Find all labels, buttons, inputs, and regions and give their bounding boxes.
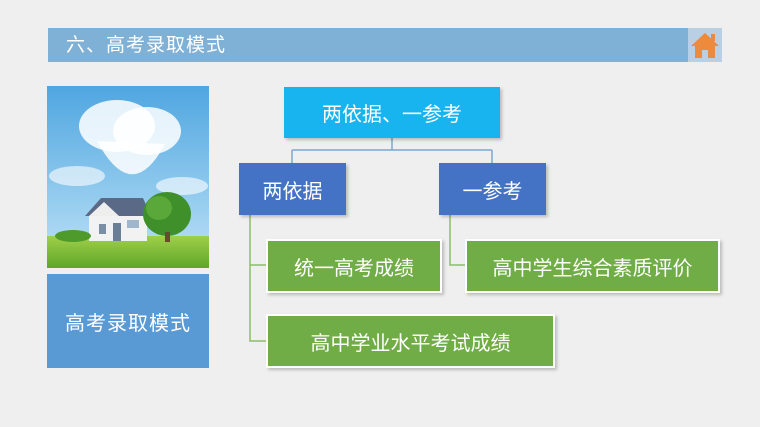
home-button[interactable] <box>688 28 722 62</box>
leaf-node-academic-proficiency: 高中学业水平考试成绩 <box>266 314 555 368</box>
branch-node-two-bases: 两依据 <box>239 163 346 215</box>
branch-node-one-reference: 一参考 <box>439 163 546 215</box>
root-node: 两依据、一参考 <box>284 87 500 138</box>
home-icon <box>691 33 719 58</box>
page-title: 六、高考录取模式 <box>48 28 688 62</box>
house-landscape-image <box>47 86 209 268</box>
sidebar-label: 高考录取模式 <box>47 274 209 368</box>
leaf-node-comprehensive-evaluation: 高中学生综合素质评价 <box>465 239 720 293</box>
leaf-node-unified-exam: 统一高考成绩 <box>266 239 442 293</box>
